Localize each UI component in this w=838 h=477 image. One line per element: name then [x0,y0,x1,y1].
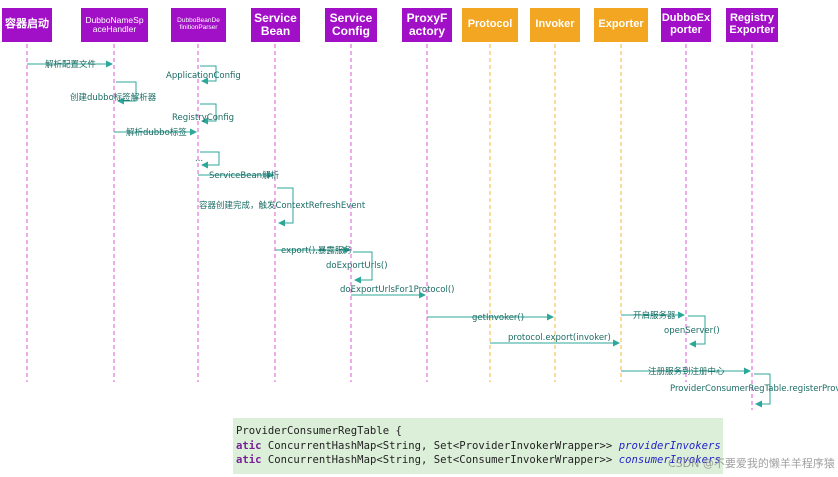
lane-label: DubboNameSp [85,15,144,26]
message-label: export(),暴露服务 [281,245,352,256]
message-arrow [200,65,217,85]
lane-label: ProxyF [406,11,448,26]
lane-label: Exporter [598,18,644,31]
message-label: getInvoker() [472,313,524,323]
message-label: protocol.export(invoker) [508,333,611,343]
message-label: ServiceBean解析 [209,170,280,181]
message-label: 创建dubbo标签解析器 [70,92,157,103]
lane-label: Bean [260,24,291,38]
message-arrow [277,187,294,227]
code-line: ProviderConsumerRegTable { [236,425,402,437]
lane-header-invoker: Invoker [530,8,580,42]
lane-label: Registry [729,12,775,25]
message-label: doExportUrls() [326,261,388,271]
lane-label: 容器启动 [5,18,49,31]
message-label: 解析dubbo标签 [126,127,187,138]
code-line: atic ConcurrentHashMap<String, Set<Consu… [236,454,721,466]
lane-label: actory [408,24,446,38]
lane-label: DubboEx [661,12,711,25]
message-arrow [688,315,706,348]
lane-label: Exporter [729,24,775,36]
message-label: 解析配置文件 [45,59,97,70]
lane-label: Invoker [535,18,575,31]
lane-header-protocol: Protocol [462,8,518,42]
code-snippet: ProviderConsumerRegTable { atic Concurren… [233,418,723,474]
message-arrow [754,373,771,408]
lane-label: porter [670,24,702,36]
lane-header-container: 容器启动 [2,8,52,42]
message-label: ApplicationConfig [166,71,241,81]
message-label: ... [195,154,203,164]
message-label: 开启服务器 [633,310,676,321]
watermark: CSDN @不要爱我的懒羊羊程序猿 [668,457,835,470]
message-arrow [353,251,373,284]
lane-label: finitionParser [179,24,218,31]
lane-label: Config [331,24,370,38]
lane-label: DubboBeanDe [177,17,220,25]
message-arrow [200,103,217,125]
lane-header-exporter: Exporter [594,8,648,42]
lane-label: Service [329,11,373,26]
lane-label: aceHandler [92,24,137,34]
message-arrow [200,151,220,169]
message-label: openServer() [664,326,720,336]
message-label: RegistryConfig [172,113,234,123]
lane-label: Protocol [467,18,513,31]
code-line: atic ConcurrentHashMap<String, Set<Provi… [236,439,721,452]
message-arrow [116,81,137,105]
message-label: ProviderConsumerRegTable.registerProvide… [670,384,838,394]
message-label: doExportUrlsFor1Protocol() [340,285,455,295]
message-label: 注册服务到注册中心 [648,366,725,377]
message-label: 容器创建完成，触发ContextRefreshEvent [199,200,366,211]
lane-label: Service [254,11,297,26]
